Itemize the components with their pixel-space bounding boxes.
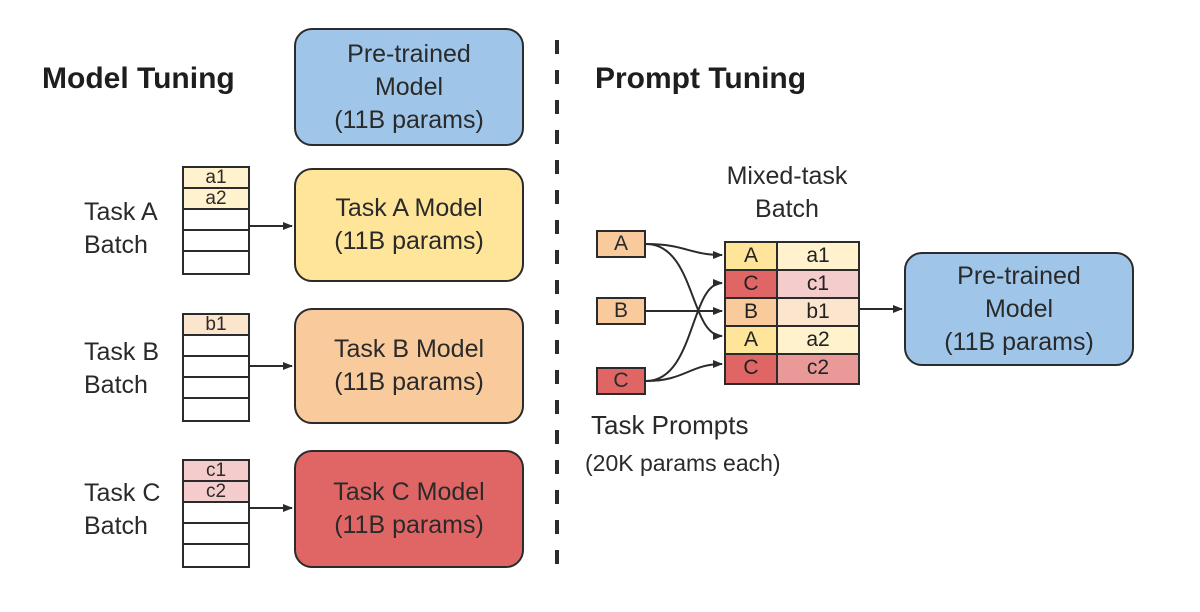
mixed-row-task: C: [726, 355, 778, 383]
pretrained-model-box-right: Pre-trained Model (11B params): [904, 252, 1134, 366]
task-b-batch-label: Task B Batch: [84, 338, 160, 399]
task-prompt-c: C: [596, 367, 646, 395]
arrow-prompt-c-to-row5: [645, 360, 723, 382]
mixed-task-batch: A a1 C c1 B b1 A a2 C c2: [724, 241, 860, 385]
model-tuning-title: Model Tuning: [42, 62, 235, 95]
mixed-task-batch-label: Mixed-task Batch: [726, 162, 848, 223]
mixed-batch-row: A a2: [726, 327, 858, 355]
prompt-tuning-title: Prompt Tuning: [595, 62, 807, 95]
batch-cell: a2: [184, 189, 248, 210]
batch-cell: [184, 524, 248, 545]
mixed-row-example: b1: [778, 299, 858, 325]
mixed-row-example: c1: [778, 271, 858, 297]
batch-cell: c1: [184, 461, 248, 482]
arrow-prompt-a-to-row1: [645, 243, 723, 259]
batch-cell: [184, 503, 248, 524]
batch-cell: [184, 210, 248, 231]
task-b-batch: b1: [182, 313, 250, 422]
task-a-batch: a1 a2: [182, 166, 250, 275]
mixed-batch-row: B b1: [726, 299, 858, 327]
mixed-batch-row: C c2: [726, 355, 858, 383]
task-b-model-box: Task B Model (11B params): [294, 308, 524, 424]
task-prompt-a: A: [596, 230, 646, 258]
batch-cell: [184, 357, 248, 378]
task-a-batch-label: Task A Batch: [84, 198, 158, 259]
mixed-batch-row: A a1: [726, 243, 858, 271]
task-prompts-label: Task Prompts: [591, 410, 749, 440]
batch-cell: a1: [184, 168, 248, 189]
task-c-batch-label: Task C Batch: [84, 479, 161, 540]
arrow-prompt-c-to-row2: [645, 279, 723, 382]
task-prompt-b: B: [596, 297, 646, 325]
batch-cell: [184, 231, 248, 252]
task-c-model-box: Task C Model (11B params): [294, 450, 524, 568]
mixed-row-example: a1: [778, 243, 858, 269]
batch-cell: [184, 336, 248, 357]
mixed-row-example: a2: [778, 327, 858, 353]
task-c-batch: c1 c2: [182, 459, 250, 568]
task-prompts-params: (20K params each): [585, 450, 781, 476]
batch-cell: c2: [184, 482, 248, 503]
mixed-batch-row: C c1: [726, 271, 858, 299]
pretrained-model-box-left: Pre-trained Model (11B params): [294, 28, 524, 146]
mixed-row-task: A: [726, 327, 778, 353]
mixed-row-task: A: [726, 243, 778, 269]
mixed-row-task: B: [726, 299, 778, 325]
mixed-row-task: C: [726, 271, 778, 297]
batch-cell: [184, 378, 248, 399]
mixed-row-example: c2: [778, 355, 858, 383]
task-a-model-box: Task A Model (11B params): [294, 168, 524, 282]
arrow-prompt-a-to-row4: [645, 243, 723, 340]
batch-cell: b1: [184, 315, 248, 336]
